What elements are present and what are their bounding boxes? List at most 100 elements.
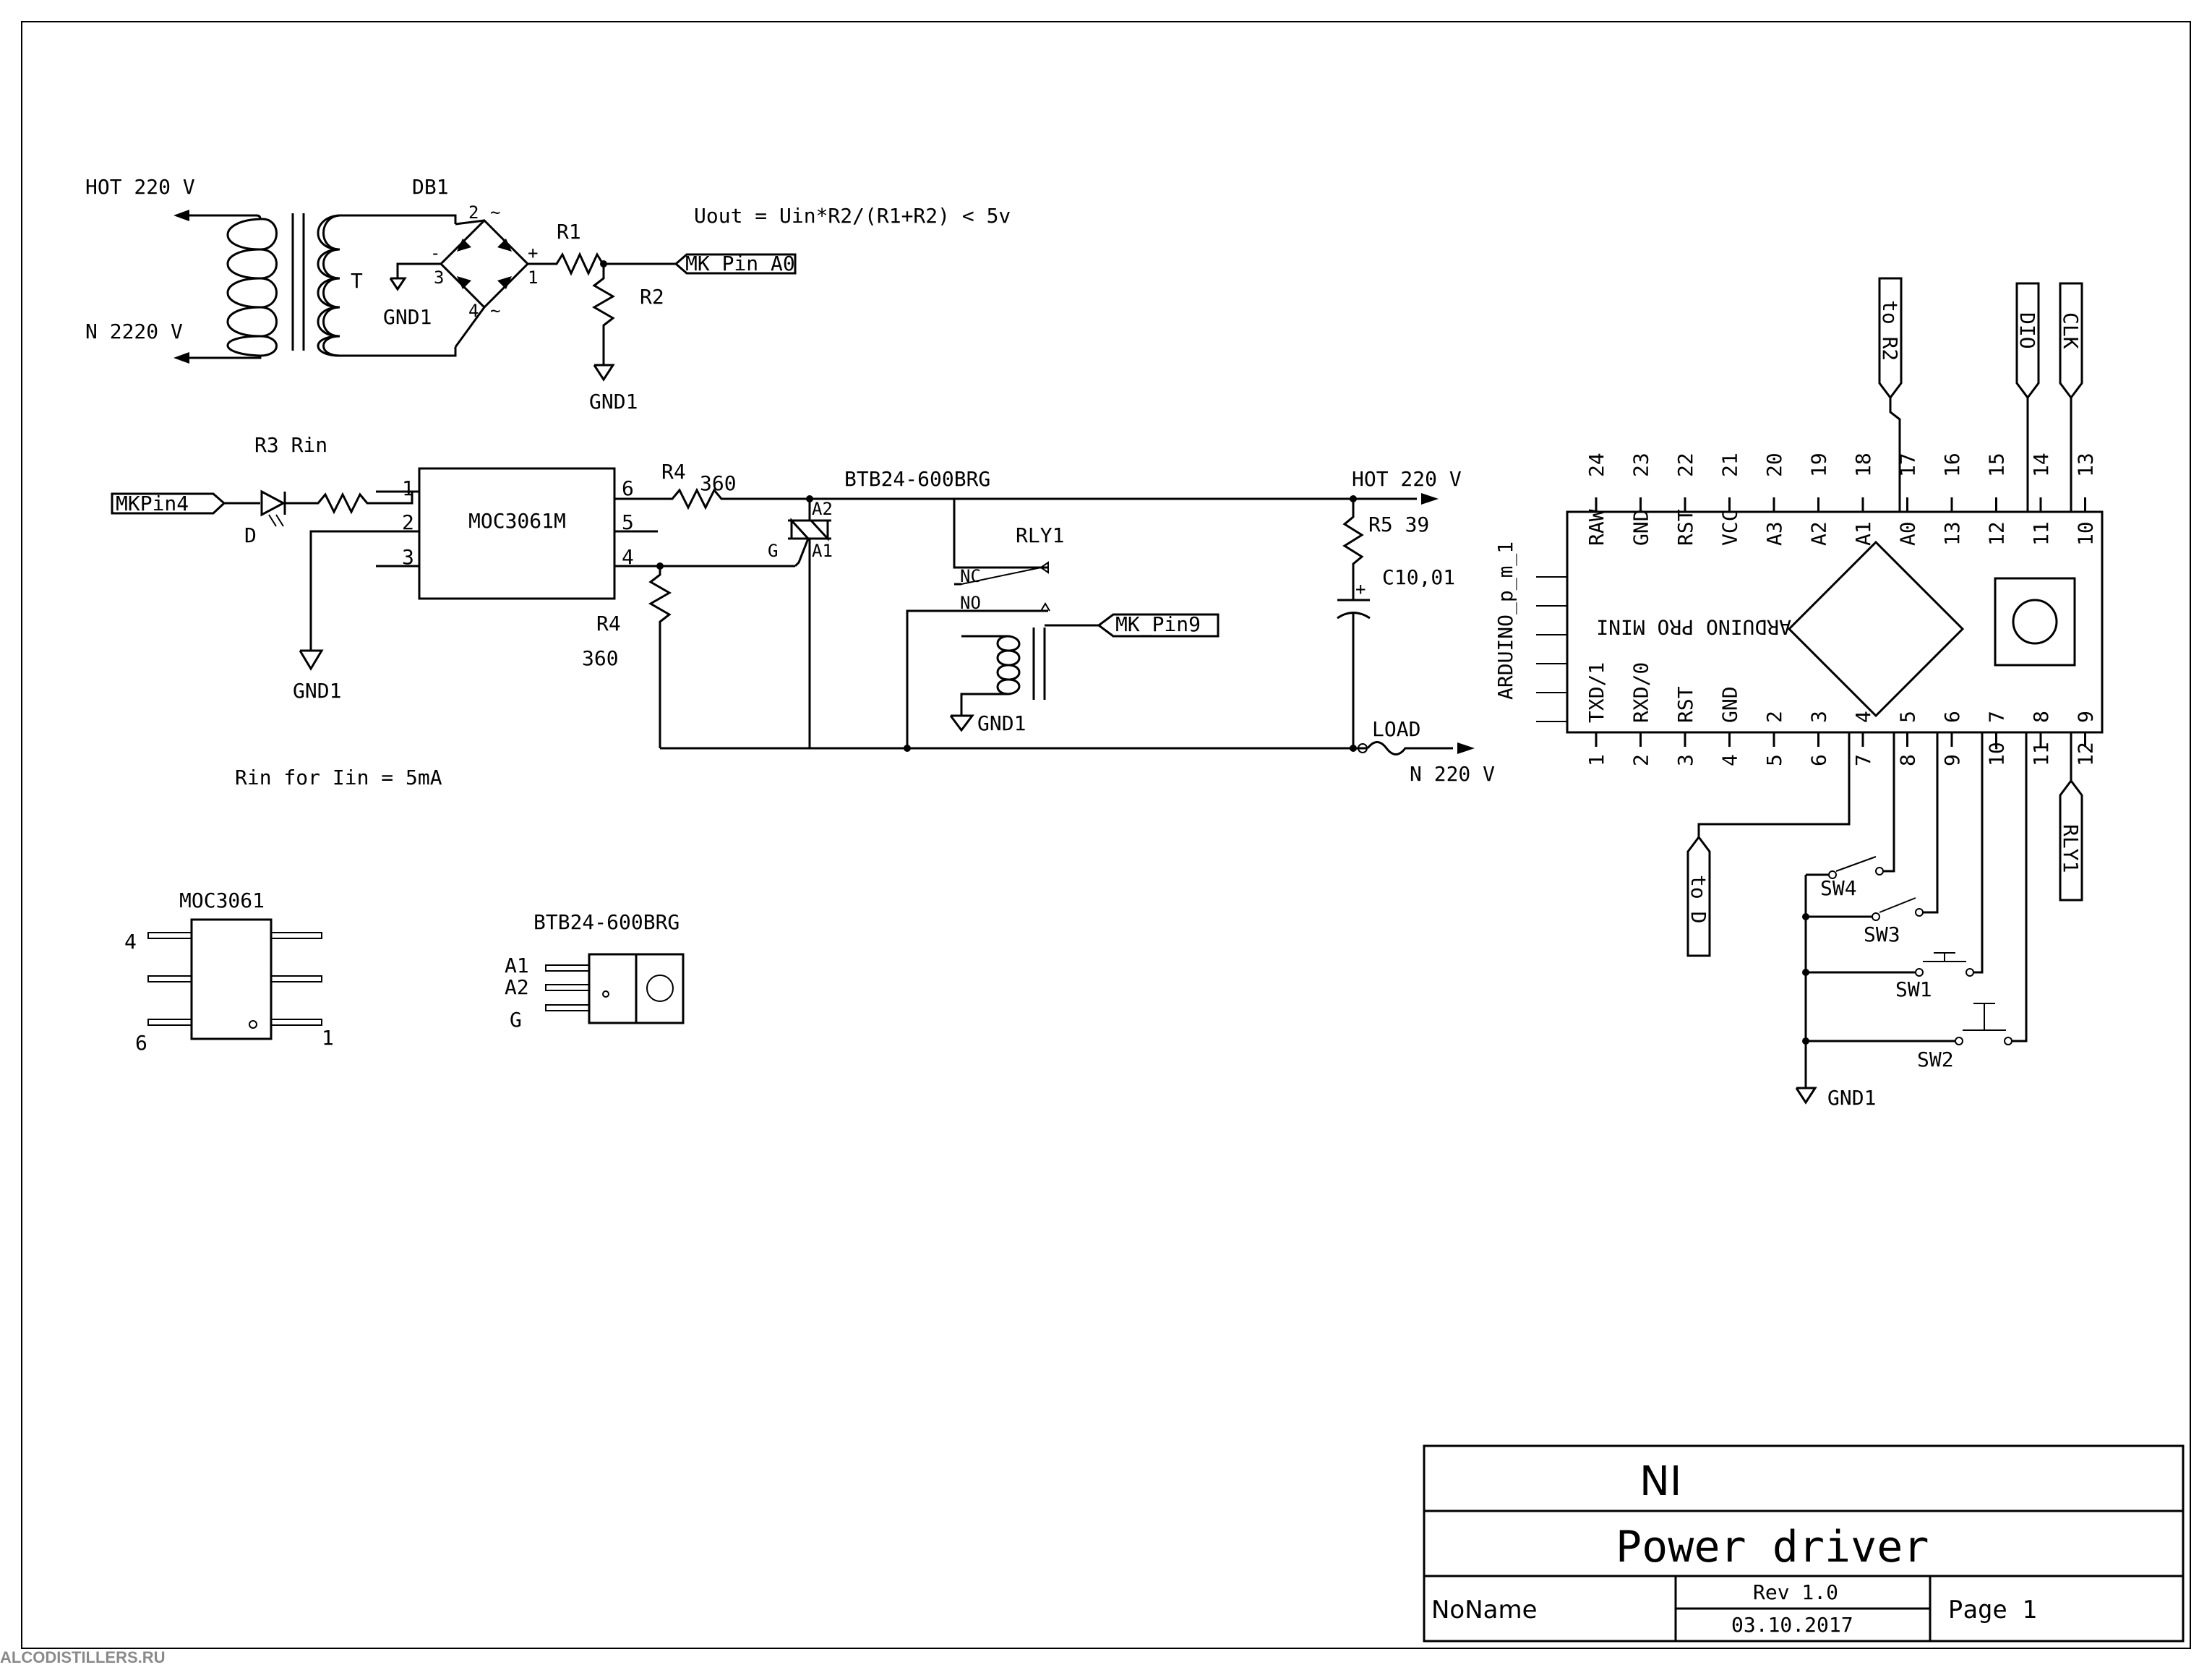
watermark: ALCODISTILLERS.RU [0,1648,166,1666]
arduino-top-pin-number: 23 [1629,453,1653,477]
mk-pin9-label: MK_Pin9 [1115,612,1201,637]
db1-pin-1: 1 [528,267,538,288]
arduino-pins: 24RAWTXD/1123GNDRXD/0222RSTRST321VCCGND4… [1585,453,2098,766]
sw4-label: SW4 [1820,876,1857,900]
arduino-bottom-pin-number: 3 [1673,754,1697,766]
sw3-label: SW3 [1864,922,1900,946]
arduino-bottom-pin-number: 8 [1896,754,1920,766]
arduino-top-pin-name: A1 [1851,521,1875,546]
arduino-bottom-pin-name: 9 [2074,711,2098,723]
nc-label: NC [960,566,981,586]
relay-rly1 [906,499,1099,748]
resistor-r4-bottom [648,562,795,748]
arduino-top-pin-name: RAW [1585,509,1608,546]
triac-btb24 [788,495,831,748]
mkpin4-flag [111,492,226,515]
arduino-top-pin-name: 13 [1940,521,1964,546]
btb24-label: BTB24-600BRG [844,467,990,491]
arduino-bottom-pin-name: 4 [1851,711,1875,723]
btb-pkg-a1: A1 [505,954,529,977]
moc-pin-5: 5 [622,510,634,534]
arduino-top-pin-name: A3 [1762,521,1786,546]
arduino-bottom-pin-name: 3 [1807,711,1831,723]
mk-pin-a0-label: MK Pin A0 [685,252,795,275]
sheet-frame [21,21,2191,1649]
db1-ac-1: ~ [490,202,500,223]
triac-a2-label: A2 [812,499,833,519]
arduino-top-pin-number: 19 [1807,453,1831,477]
title-name: NoName [1431,1596,1538,1624]
arduino-top-pin-number: 13 [2074,453,2098,477]
transformer [173,210,457,364]
arduino-top-pin-number: 14 [2029,453,2053,477]
arduino-top-pin-name: GND [1629,509,1653,546]
arduino-top-pin-name: A2 [1807,521,1831,546]
arduino-top-pin-number: 24 [1585,453,1608,477]
db1-pin-2: 2 [468,202,479,223]
arduino-top-pin-number: 15 [1985,453,2009,477]
r1-label: R1 [557,220,581,244]
rly1-flag-label: RLY1 [2059,824,2083,873]
triac-a1-label: A1 [812,541,833,561]
capacitor-c1 [1337,593,1371,748]
to-d-label: to D [1686,875,1710,923]
arduino-top-pin-number: 16 [1940,453,1964,477]
title-rev: Rev 1.0 [1753,1580,1838,1604]
rly1-label: RLY1 [1016,523,1064,547]
r3-rin-label: R3 Rin [254,433,327,457]
title-block [1423,1444,2185,1643]
mk-pin-a0-flag [674,253,797,275]
to-d-flag [1686,732,1851,957]
arduino-bottom-pin-name: 2 [1762,711,1786,723]
db1-ac-2: ~ [490,301,500,321]
moc-pin-2: 2 [402,510,414,534]
arduino-bottom-pin-name: 5 [1896,711,1920,723]
arduino-top-pin-number: 21 [1718,453,1742,477]
moc3061m-label: MOC3061M [468,509,566,533]
bridge-rectifier [389,218,549,348]
db1-label: DB1 [412,175,449,199]
gnd1-bridge-label: GND1 [383,305,432,329]
led-d [224,489,419,527]
moc3061-pkg-label: MOC3061 [179,888,265,912]
arduino-bottom-pin-name: 7 [1985,711,2009,723]
dio-label: DIO [2015,312,2039,349]
arduino-top-pin-name: 11 [2029,521,2053,546]
switches [1795,732,2028,1105]
r4-bottom-label: R4 [596,612,621,635]
moc-pin-1: 1 [402,476,414,500]
db1-minus: - [430,243,440,263]
arduino-bottom-pin-name: RXD/0 [1629,662,1653,723]
arduino-bottom-pin-number: 12 [2074,742,2098,766]
arduino-bottom-pin-number: 1 [1585,754,1608,766]
resistor-r4-top [658,487,810,510]
arduino-bottom-pin-number: 4 [1718,754,1742,766]
mkpin4-label: MKPin4 [116,492,189,515]
to-r2-flag [1878,277,1903,512]
neutral-line [660,741,1475,755]
arduino-bottom-pin-number: 11 [2029,742,2053,766]
arduino-top-pin-name: 10 [2074,521,2098,546]
btb24-package [545,953,685,1024]
arduino-bottom-pin-number: 10 [1985,742,2009,766]
gnd1-relay-label: GND1 [977,711,1026,735]
arduino-bottom-pin-number: 7 [1851,754,1875,766]
title-main: Power driver [1616,1522,1929,1572]
arduino-top-pin-number: 18 [1851,453,1875,477]
arduino-top-pin-name: VCC [1718,509,1742,546]
moc-pin-3: 3 [402,545,414,569]
moc-pin-4: 4 [622,545,634,569]
r4-top-label: R4 [661,460,686,484]
db1-pin-3: 3 [434,267,444,288]
t-label: T [351,269,363,293]
arduino-top-pin-name: A0 [1896,521,1920,546]
r4-bottom-value: 360 [582,646,619,670]
gnd1-switch-label: GND1 [1827,1086,1876,1110]
arduino-bottom-pin-number: 2 [1629,754,1653,766]
arduino-top-pin-number: 22 [1673,453,1697,477]
title-page: Page 1 [1948,1596,2037,1624]
db1-plus: + [528,243,538,263]
arduino-pro-mini-label: ARDUINO PRO MINI [1596,615,1791,639]
n-2220-label: N 2220 V [85,320,183,343]
